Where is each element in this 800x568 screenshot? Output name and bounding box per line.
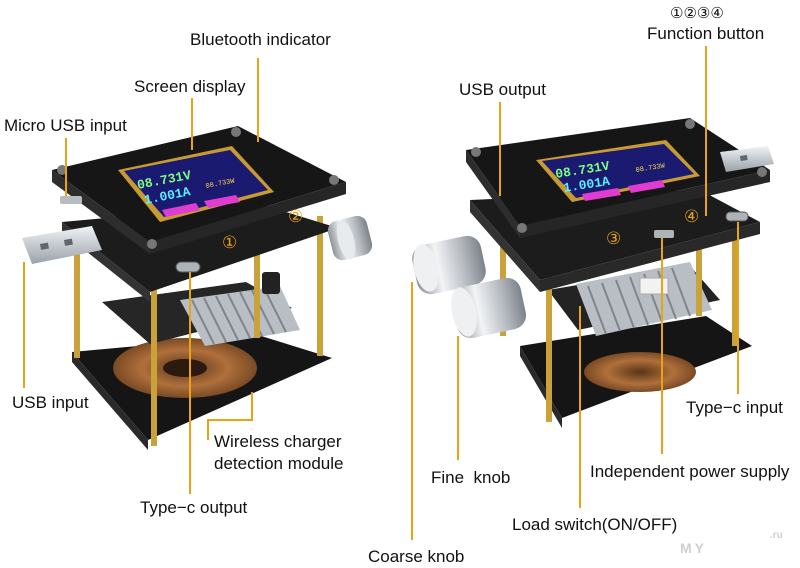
right-device: 08.731V 1.001A 08.733W bbox=[412, 118, 774, 428]
right-screw-2 bbox=[517, 223, 527, 233]
left-standoffs bbox=[74, 212, 323, 446]
label-fine-knob: Fine knob bbox=[431, 468, 511, 487]
label-typec-output: Type−c output bbox=[140, 498, 248, 517]
left-screen-button-a bbox=[162, 203, 200, 217]
right-middle-board-edge-r bbox=[540, 222, 760, 292]
right-screen-amp: 1.001A bbox=[562, 174, 611, 196]
label-usb-input: USB input bbox=[12, 393, 89, 412]
label-bluetooth-indicator: Bluetooth indicator bbox=[190, 30, 331, 49]
label-wireless-charger-2: detection module bbox=[214, 454, 344, 473]
label-screen-display: Screen display bbox=[134, 77, 246, 96]
right-screw-3 bbox=[685, 119, 695, 129]
right-screen-button-a bbox=[582, 188, 621, 201]
marker-1: ① bbox=[222, 233, 237, 253]
capacitor bbox=[262, 272, 280, 294]
marker-4: ④ bbox=[684, 207, 699, 227]
coarse-knob-shape bbox=[412, 235, 486, 295]
right-screen-button-b bbox=[628, 180, 665, 193]
right-middle-board-edge bbox=[470, 200, 540, 292]
label-coarse-knob: Coarse knob bbox=[368, 547, 465, 566]
label-typec-input: Type−c input bbox=[686, 398, 783, 417]
left-bottom-board-edge bbox=[72, 352, 148, 450]
typec-output-port bbox=[175, 261, 201, 273]
label-independent-power: Independent power supply bbox=[590, 462, 790, 481]
label-wireless-charger-1: Wireless charger bbox=[214, 432, 342, 451]
left-top-board-edge bbox=[52, 170, 150, 254]
marker-3: ③ bbox=[606, 229, 621, 249]
usb-plug-right bbox=[720, 146, 774, 172]
leader-lines bbox=[23, 46, 739, 540]
power-connector bbox=[639, 277, 669, 295]
left-screen-button-b bbox=[204, 195, 240, 208]
micro-usb-port bbox=[60, 196, 82, 204]
right-screen bbox=[542, 144, 694, 198]
label-micro-usb-input: Micro USB input bbox=[4, 116, 127, 135]
label-function-numbers: ①②③④ bbox=[670, 4, 724, 22]
right-top-board-edge bbox=[466, 150, 520, 238]
right-coil bbox=[584, 352, 696, 392]
label-function-button: Function button bbox=[647, 24, 765, 43]
left-knob bbox=[327, 215, 373, 261]
left-top-board-edge-right bbox=[150, 182, 346, 254]
right-screw-4 bbox=[757, 167, 767, 177]
right-screw-1 bbox=[471, 147, 481, 157]
right-top-board-edge-r bbox=[520, 170, 770, 238]
right-heatsink bbox=[576, 262, 712, 336]
typec-input-port bbox=[725, 211, 749, 222]
right-micro-usb bbox=[654, 230, 674, 238]
screw-4 bbox=[329, 175, 339, 185]
watermark: MY bbox=[680, 540, 707, 556]
marker-2: ② bbox=[288, 207, 303, 227]
screw-2 bbox=[147, 239, 157, 249]
screw-1 bbox=[57, 165, 67, 175]
label-load-switch: Load switch(ON/OFF) bbox=[512, 515, 678, 534]
usb-plug-left bbox=[22, 226, 102, 264]
fine-knob-shape bbox=[451, 277, 527, 339]
leader-wireless bbox=[207, 392, 253, 440]
left-screen bbox=[124, 150, 268, 217]
left-device: 08.731V 1.001A 08.733W bbox=[22, 126, 373, 450]
right-standoffs bbox=[500, 196, 738, 422]
label-usb-output: USB output bbox=[459, 80, 546, 99]
wireless-coil-core bbox=[163, 359, 207, 377]
watermark-suffix: .ru bbox=[770, 530, 783, 541]
screw-3 bbox=[231, 127, 241, 137]
